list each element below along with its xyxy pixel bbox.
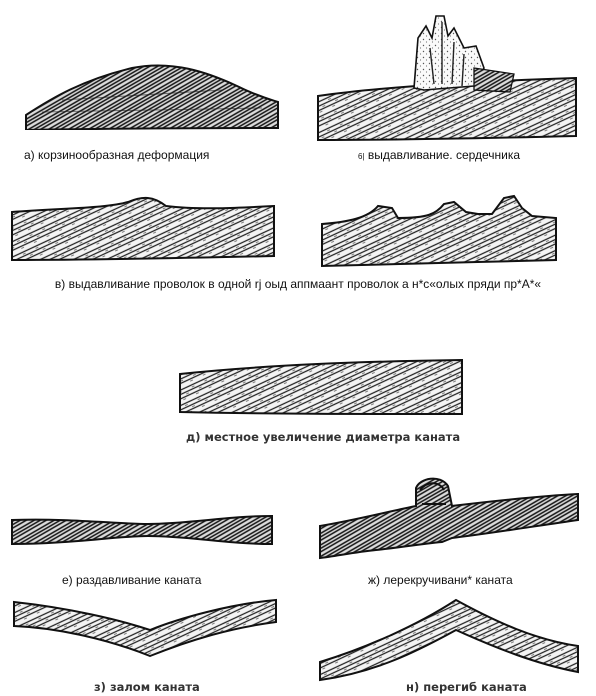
caption-b-prefix: 6| — [358, 152, 365, 161]
caption-v: в) выдавливание проволок в одной rj оыд … — [8, 278, 588, 291]
caption-a: а) корзинообразная деформация — [24, 148, 209, 162]
caption-z: з) залом каната — [94, 680, 200, 694]
figure-v-right-wire-extrusion — [318, 188, 560, 270]
figure-d-diameter-increase — [176, 358, 466, 418]
figure-b-core-extrusion — [314, 8, 580, 143]
caption-zh: ж) лерекручивани* каната — [368, 573, 513, 587]
figure-v-left-wire-extrusion — [8, 194, 278, 264]
figure-e-crushing — [8, 510, 276, 550]
figure-a-basket-deformation — [22, 50, 282, 130]
figure-zh-twisting — [316, 476, 582, 560]
figure-z-kink — [10, 596, 280, 666]
caption-i: н) перегиб каната — [406, 680, 527, 694]
caption-e: е) раздавливание каната — [62, 573, 201, 587]
caption-b-text: выдавливание. сердечника — [368, 148, 520, 162]
caption-b: 6| выдавливание. сердечника — [358, 148, 520, 162]
caption-d: д) местное увеличение диаметра каната — [186, 430, 460, 444]
figure-i-bend — [316, 596, 582, 682]
